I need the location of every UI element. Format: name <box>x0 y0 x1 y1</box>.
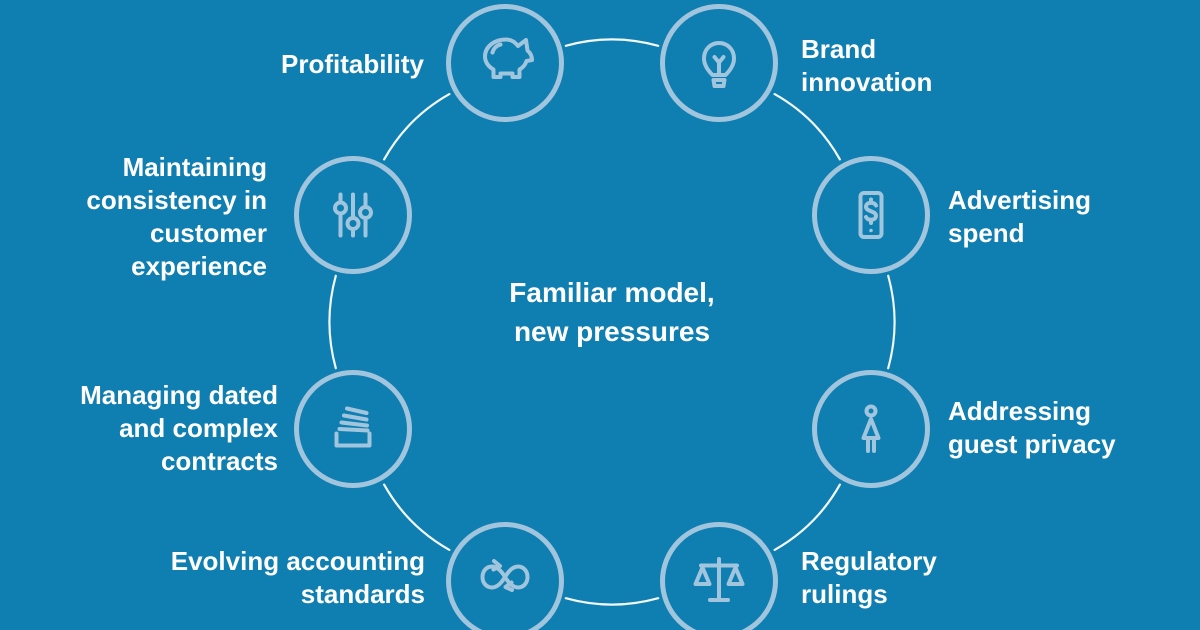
node-advertising-spend <box>812 156 930 274</box>
node-guest-privacy <box>812 370 930 488</box>
connector-top <box>564 38 660 47</box>
label-line: Evolving accounting <box>170 546 425 576</box>
label-brand-innovation: Brand innovation <box>801 33 932 99</box>
label-line: guest privacy <box>948 429 1116 459</box>
label-dated-contracts: Managing dated and complex contracts <box>0 379 278 478</box>
label-line: spend <box>948 218 1025 248</box>
label-line: standards <box>300 579 425 609</box>
connector-bottom-right <box>773 483 841 551</box>
connector-right <box>887 274 896 370</box>
label-line: consistency in <box>86 185 267 215</box>
label-line: innovation <box>801 67 933 97</box>
center-title: Familiar model, new pressures <box>412 273 812 351</box>
connector-top-left <box>383 93 451 161</box>
center-title-line: new pressures <box>513 316 711 347</box>
label-line: Advertising <box>948 185 1092 215</box>
label-advertising-spend: Advertising spend <box>948 184 1091 250</box>
document-stack-icon <box>334 406 372 448</box>
infinity-arrows-icon <box>480 559 530 592</box>
node-regulatory-rulings <box>660 522 778 630</box>
connector-top-right <box>773 93 841 161</box>
label-line: Addressing <box>948 396 1092 426</box>
label-regulatory-rulings: Regulatory rulings <box>801 545 937 611</box>
node-brand-innovation <box>660 4 778 122</box>
label-line: contracts <box>160 446 278 476</box>
node-profitability <box>446 4 564 122</box>
scales-icon <box>693 557 745 602</box>
center-title-line: Familiar model, <box>509 277 715 308</box>
label-guest-privacy: Addressing guest privacy <box>948 395 1116 461</box>
label-line: Maintaining <box>122 152 267 182</box>
connector-bottom <box>564 597 660 606</box>
sliders-icon <box>333 192 373 238</box>
label-line: and complex <box>119 413 278 443</box>
node-dated-contracts <box>294 370 412 488</box>
label-line: rulings <box>801 579 888 609</box>
label-line: experience <box>131 251 267 281</box>
label-profitability: Profitability <box>120 48 424 81</box>
label-line: Managing dated <box>80 380 278 410</box>
label-line: customer <box>149 218 267 248</box>
piggy-bank-icon <box>483 37 534 79</box>
lightbulb-icon <box>702 41 736 88</box>
label-line: Brand <box>801 34 877 64</box>
node-accounting-standards <box>446 522 564 630</box>
label-customer-consistency: Maintaining consistency in customer expe… <box>0 151 267 283</box>
label-line: Regulatory <box>801 546 937 576</box>
label-accounting-standards: Evolving accounting standards <box>125 545 425 611</box>
connector-left <box>328 274 337 370</box>
label-line: Profitability <box>280 49 424 79</box>
person-icon <box>861 404 881 453</box>
mobile-dollar-icon <box>858 191 884 239</box>
connector-bottom-left <box>383 483 451 551</box>
node-customer-consistency <box>294 156 412 274</box>
